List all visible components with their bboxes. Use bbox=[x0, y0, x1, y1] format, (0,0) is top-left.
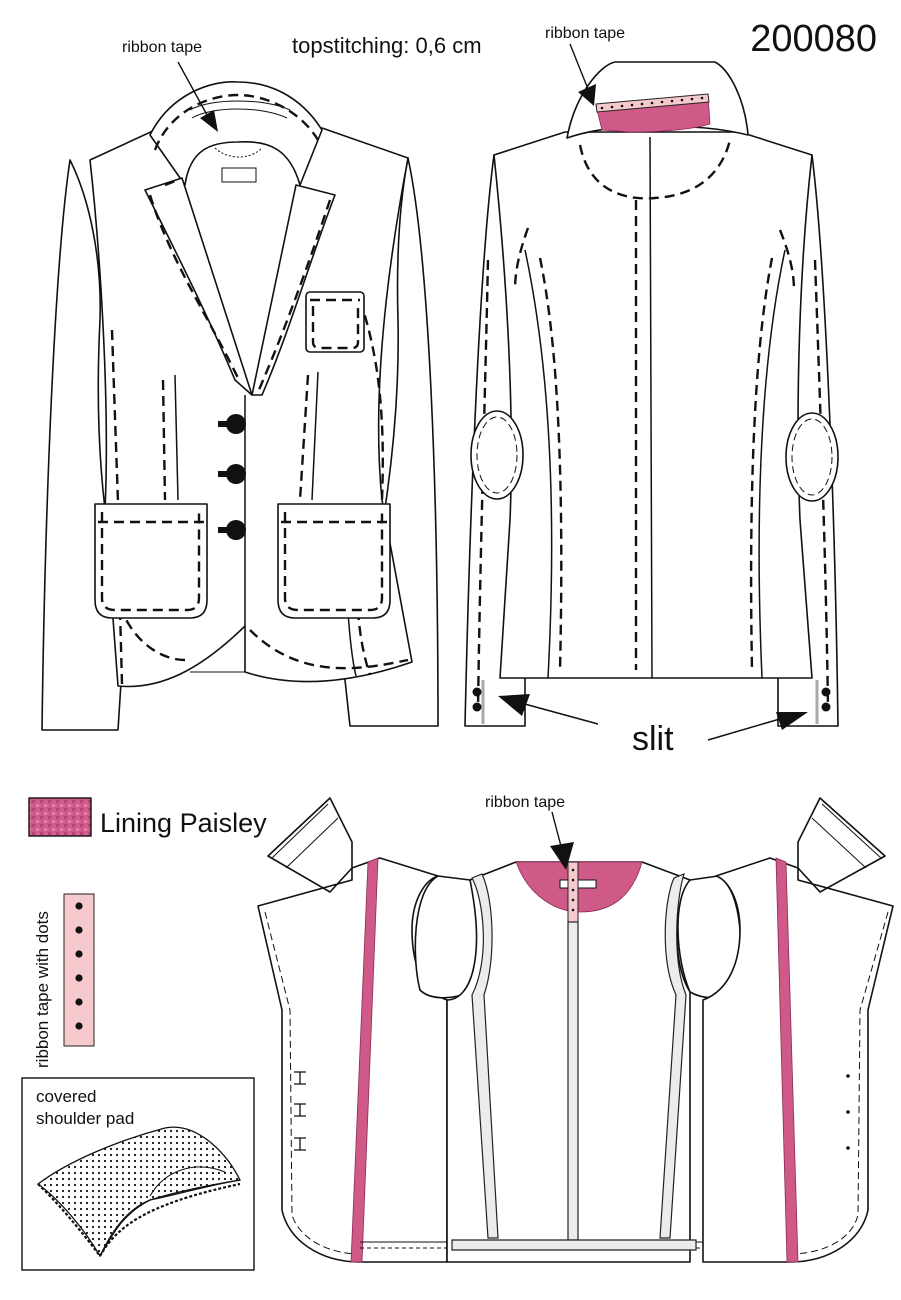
shoulder-pad-box: covered shoulder pad bbox=[21, 1077, 255, 1271]
ribbon-tape-legend-label: ribbon tape with dots bbox=[33, 911, 52, 1068]
front-buttons bbox=[218, 414, 246, 540]
slit-label: slit bbox=[632, 720, 674, 758]
shoulder-pad-label-1: covered bbox=[36, 1087, 96, 1106]
front-right-patch-pocket bbox=[277, 503, 391, 619]
topstitching-note: topstitching: 0,6 cm bbox=[292, 33, 482, 58]
front-right-lapel bbox=[251, 184, 336, 396]
left-buttonhole-marks bbox=[294, 1071, 306, 1151]
right-button-marks bbox=[846, 1074, 850, 1150]
sleeve-buttons bbox=[472, 687, 831, 712]
shoulder-pad-illustration bbox=[36, 1126, 241, 1258]
lining-swatch bbox=[28, 797, 92, 837]
ribbon-tape-legend: ribbon tape with dots bbox=[33, 893, 95, 1068]
front-collar bbox=[149, 81, 323, 186]
breast-pocket bbox=[305, 291, 365, 353]
ribbon-tape-label-front: ribbon tape bbox=[122, 39, 202, 56]
front-left-patch-pocket bbox=[94, 503, 208, 619]
shoulder-pad-label-2: shoulder pad bbox=[36, 1109, 134, 1128]
brand-label bbox=[221, 167, 257, 183]
ribbon-tape-label-inside: ribbon tape bbox=[485, 794, 565, 811]
ribbon-tape-label-back: ribbon tape bbox=[545, 25, 625, 42]
front-view-jacket bbox=[41, 61, 439, 731]
inside-right-front bbox=[702, 797, 894, 1263]
left-elbow-patch bbox=[470, 410, 524, 500]
back-body bbox=[493, 131, 813, 679]
inside-left-lining-strip bbox=[350, 857, 379, 1263]
back-view-jacket bbox=[464, 43, 839, 741]
ribbon-tape-swatch bbox=[63, 893, 95, 1047]
lining-legend: Lining Paisley bbox=[28, 797, 267, 838]
inside-view-jacket bbox=[257, 797, 894, 1263]
inside-right-lining-strip bbox=[775, 857, 799, 1263]
model-number: 200080 bbox=[750, 18, 877, 60]
lining-legend-label: Lining Paisley bbox=[100, 808, 267, 838]
right-elbow-patch bbox=[785, 412, 839, 502]
